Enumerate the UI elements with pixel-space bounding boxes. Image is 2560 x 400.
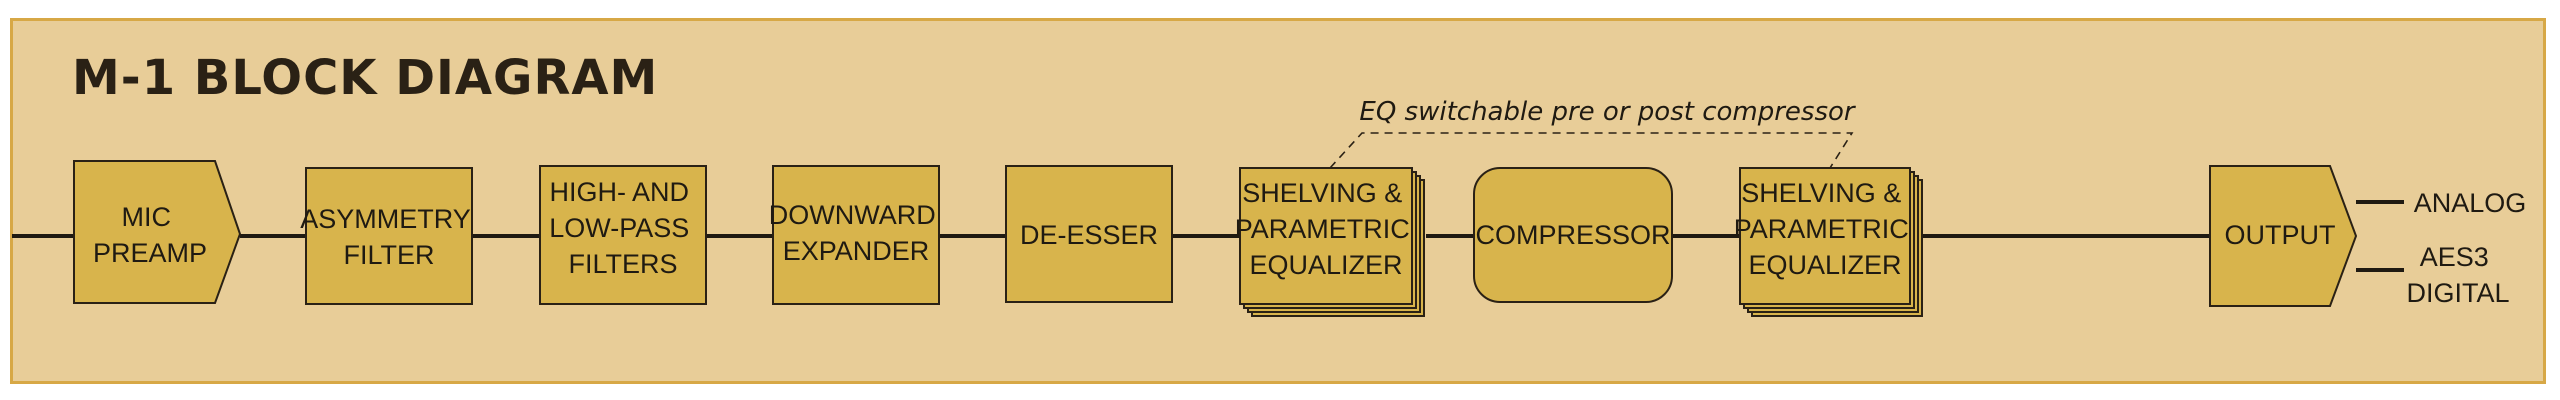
eq-post-label-line: PARAMETRIC <box>1734 214 1909 244</box>
asymmetry-filter-label: ASYMMETRY FILTER <box>300 204 478 270</box>
compressor-shape <box>1473 167 1673 303</box>
digital-output-label-line: DIGITAL <box>2406 278 2509 308</box>
eq-post-block: SHELVING & PARAMETRIC EQUALIZER <box>1734 167 1923 317</box>
digital-output-label: AES3 DIGITAL <box>2406 242 2509 308</box>
eq-switch-annotation: EQ switchable pre or post compressor <box>1329 97 1857 169</box>
de-esser-shape <box>1005 165 1173 303</box>
filters-label-line: HIGH- AND <box>549 177 689 207</box>
output-label: OUTPUT <box>2225 220 2336 250</box>
asymmetry-filter-label-line: ASYMMETRY <box>300 204 471 234</box>
downward-expander-shape <box>772 165 940 305</box>
analog-output-label: ANALOG <box>2414 188 2527 218</box>
downward-expander-label-line: EXPANDER <box>783 236 930 266</box>
asymmetry-filter-block: ASYMMETRY FILTER <box>300 167 478 305</box>
mic-preamp-label-line: PREAMP <box>93 238 207 268</box>
eq-post-label-line: EQUALIZER <box>1748 250 1901 280</box>
mic-preamp-shape <box>73 160 242 304</box>
asymmetry-filter-shape <box>305 167 473 305</box>
mic-preamp-label-line: MIC <box>121 202 171 232</box>
filters-shape <box>539 165 707 305</box>
de-esser-label: DE-ESSER <box>1020 220 1158 250</box>
eq-switch-note: EQ switchable pre or post compressor <box>1359 97 1857 127</box>
compressor-block: COMPRESSOR <box>1473 167 1673 303</box>
eq-pre-label-line: PARAMETRIC <box>1235 214 1410 244</box>
eq-pre-label-line: SHELVING & <box>1242 178 1402 208</box>
mic-preamp-label: MIC PREAMP <box>93 202 207 268</box>
downward-expander-block: DOWNWARD EXPANDER <box>769 165 944 305</box>
downward-expander-label: DOWNWARD EXPANDER <box>769 200 944 266</box>
filters-label: HIGH- AND LOW-PASS FILTERS <box>549 177 697 279</box>
eq-post-shape <box>1739 167 1911 305</box>
signal-wires <box>12 200 2404 272</box>
asymmetry-filter-label-line: FILTER <box>343 240 434 270</box>
eq-pre-shape <box>1239 167 1413 305</box>
eq-switch-dashed-line <box>1329 132 1854 169</box>
eq-pre-label-line: EQUALIZER <box>1249 250 1402 280</box>
compressor-label: COMPRESSOR <box>1475 220 1670 250</box>
output-shape <box>2209 165 2358 307</box>
mic-preamp-block: MIC PREAMP <box>73 160 242 304</box>
diagram-title: M-1 BLOCK DIAGRAM <box>72 50 659 106</box>
eq-pre-block: SHELVING & PARAMETRIC EQUALIZER <box>1235 167 1425 317</box>
filters-label-line: LOW-PASS <box>549 213 689 243</box>
downward-expander-label-line: DOWNWARD <box>769 200 936 230</box>
output-destinations: ANALOG AES3 DIGITAL <box>2406 188 2526 308</box>
filters-label-line: FILTERS <box>568 249 677 279</box>
eq-pre-label: SHELVING & PARAMETRIC EQUALIZER <box>1235 178 1418 280</box>
eq-post-label-line: SHELVING & <box>1741 178 1901 208</box>
eq-post-label: SHELVING & PARAMETRIC EQUALIZER <box>1734 178 1917 280</box>
digital-output-label-line: AES3 <box>2420 242 2489 272</box>
de-esser-block: DE-ESSER <box>1005 165 1173 303</box>
filters-block: HIGH- AND LOW-PASS FILTERS <box>539 165 707 305</box>
output-block: OUTPUT <box>2209 165 2358 307</box>
